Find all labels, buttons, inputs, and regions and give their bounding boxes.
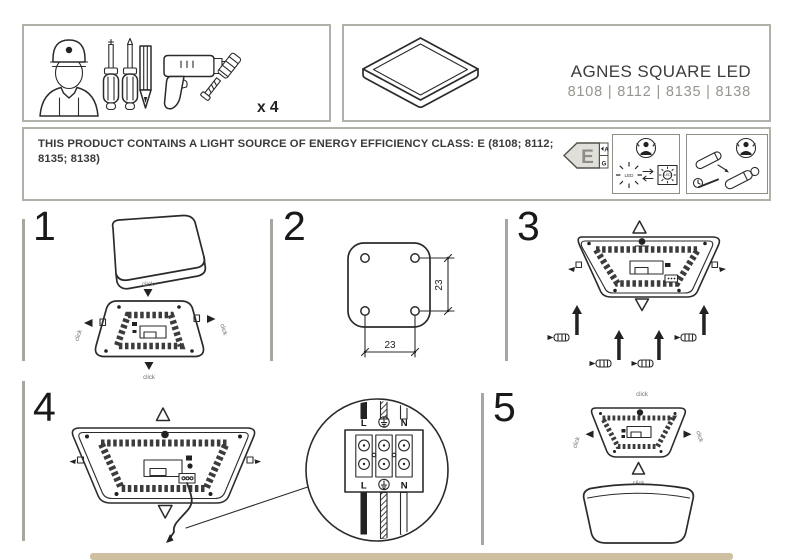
divider-step4 <box>22 381 25 541</box>
dim-height-label: 23 <box>434 279 445 291</box>
divider-step3 <box>505 219 508 361</box>
earth-symbol-top <box>378 416 390 428</box>
mount-arrow-top <box>632 220 647 234</box>
led-module-icon-2 <box>724 166 760 190</box>
mount-arrow-top <box>155 407 171 422</box>
product-panel: AGNES SQUARE LED 8108 | 8112 | 8135 | 81… <box>342 24 771 122</box>
led-strip-ring <box>598 415 678 449</box>
click-label: click <box>694 430 704 444</box>
wall-plugs <box>547 333 697 368</box>
phillips-screwdriver-icon <box>102 38 120 111</box>
dim-width-label: 23 <box>384 340 396 351</box>
click-label: click <box>143 375 156 381</box>
live-label-top: L <box>361 418 367 429</box>
mains-cable <box>169 482 193 539</box>
product-model-numbers: 8108 | 8112 | 8135 | 8138 <box>567 84 751 100</box>
quantity-label: x 4 <box>257 99 279 116</box>
click-label: click <box>636 392 649 398</box>
step4-number: 4 <box>33 384 56 430</box>
cable-arrow <box>166 534 174 543</box>
led-label-small: LED <box>664 173 671 177</box>
pencil-icon <box>139 45 152 109</box>
step3-number: 3 <box>517 203 540 249</box>
attach-arrow <box>631 461 646 475</box>
release-clip-left: click <box>74 318 107 342</box>
diffuser-cover <box>582 483 695 544</box>
replaceable-light-source-pictogram: LED LED <box>612 134 680 194</box>
divider-step5 <box>481 393 484 545</box>
led-panel-illustration <box>362 37 479 109</box>
screws <box>572 305 709 360</box>
led-strip-ring <box>112 311 186 350</box>
led-sun-icon <box>615 161 643 189</box>
step3-diagram <box>547 220 726 368</box>
footer-accent-bar <box>90 553 733 560</box>
base-plate <box>568 236 726 298</box>
energy-scale-bottom: G <box>602 162 607 168</box>
dimension-width <box>360 315 420 358</box>
base-plate <box>94 300 205 358</box>
screwdriver-icon <box>692 177 719 189</box>
installer-icon <box>39 39 99 117</box>
wall-plug-screw-icon <box>200 52 242 101</box>
module-service-icon <box>692 137 760 190</box>
dimension-height <box>419 253 455 316</box>
click-label: click <box>142 282 155 288</box>
magnifier-circle <box>305 398 449 542</box>
magnifier-pointer-line <box>185 480 327 529</box>
diffuser-cover <box>111 214 207 290</box>
energy-class-letter: E <box>581 147 594 168</box>
mount-arrow-bottom <box>634 298 650 312</box>
clip-left: click <box>572 430 594 449</box>
step1-diagram: click click click click <box>74 214 228 381</box>
energy-notice-text: THIS PRODUCT CONTAINS A LIGHT SOURCE OF … <box>38 138 554 166</box>
neutral-label-top: N <box>401 418 408 429</box>
terminal-detail: L N L N <box>344 401 424 539</box>
terminal-screws <box>358 439 410 470</box>
led-strip-ring <box>590 246 704 287</box>
energy-scale-top: A <box>604 148 609 154</box>
energy-notice-panel: THIS PRODUCT CONTAINS A LIGHT SOURCE OF … <box>22 127 771 201</box>
led-strip-ring <box>95 439 232 492</box>
step2-number: 2 <box>283 203 306 249</box>
divider-step1 <box>22 219 25 361</box>
professional-replacement-pictogram <box>686 134 768 194</box>
step1-number: 1 <box>33 203 56 249</box>
screw-holes <box>360 253 420 316</box>
step2-diagram: 23 23 <box>347 242 455 358</box>
live-label-bottom: L <box>361 481 367 492</box>
release-arrow-bottom <box>144 362 154 370</box>
led-module-icon <box>695 151 722 170</box>
release-arrow-top <box>143 289 153 297</box>
step5-diagram: click click click click <box>572 392 704 544</box>
click-label: click <box>218 323 228 337</box>
earth-symbol-bottom <box>378 478 390 491</box>
flat-screwdriver-icon <box>121 37 139 111</box>
product-title: AGNES SQUARE LED <box>570 62 751 81</box>
divider-step2 <box>270 219 273 361</box>
tools-illustration: x 4 <box>39 37 279 117</box>
led-label: LED <box>625 173 635 178</box>
step4-diagram: L N L N <box>69 398 449 543</box>
mount-arrow-bottom <box>157 504 173 519</box>
boxed-led-module-icon: LED <box>657 164 678 186</box>
swap-arrows-icon <box>642 168 654 182</box>
direction-arrow <box>717 164 727 171</box>
required-tools-panel: x 4 <box>22 24 331 122</box>
led-replace-icon: LED LED <box>615 137 678 189</box>
clip-right: click <box>683 430 704 444</box>
mounting-plate <box>347 242 431 328</box>
step5-number: 5 <box>493 384 516 430</box>
base-plate <box>590 407 687 458</box>
release-clip-right: click <box>193 314 228 337</box>
click-label: click <box>572 435 582 449</box>
neutral-label-bottom: N <box>401 481 408 492</box>
click-label: click <box>74 328 84 342</box>
base-plate <box>69 427 261 504</box>
energy-class-label-icon: E A G <box>562 142 609 169</box>
